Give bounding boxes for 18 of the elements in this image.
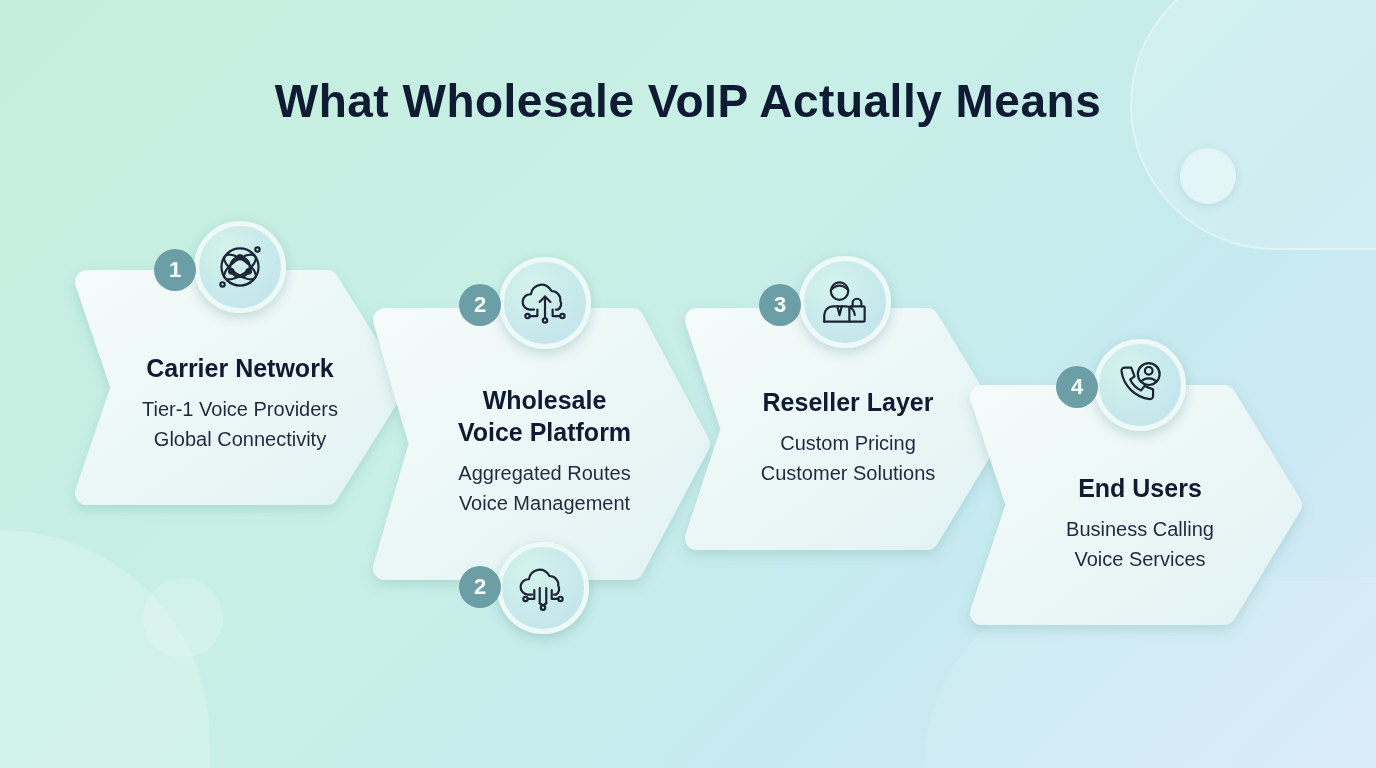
step-description: Aggregated Routes: [457, 461, 632, 486]
step-heading: Wholesale Voice Platform: [456, 385, 633, 448]
step-description: Custom Pricing: [779, 431, 917, 456]
step-description: Global Connectivity: [152, 427, 328, 452]
step-description: Business Calling: [1065, 517, 1215, 542]
step-description: Tier-1 Voice Providers: [141, 397, 339, 422]
step-number: 2: [459, 284, 501, 326]
step-number: 4: [1056, 366, 1098, 408]
step-number: 3: [759, 284, 801, 326]
step-description: Voice Services: [1073, 547, 1207, 572]
step-number: 1: [154, 249, 196, 291]
step-heading: Carrier Network: [145, 353, 335, 384]
step-heading: Reseller Layer: [761, 387, 935, 418]
title: What Wholesale VoIP Actually Means: [273, 74, 1103, 128]
step-description: Customer Solutions: [759, 461, 937, 486]
step-number: 2: [459, 566, 501, 608]
step-heading: End Users: [1077, 473, 1203, 504]
step-description: Voice Management: [457, 491, 632, 516]
